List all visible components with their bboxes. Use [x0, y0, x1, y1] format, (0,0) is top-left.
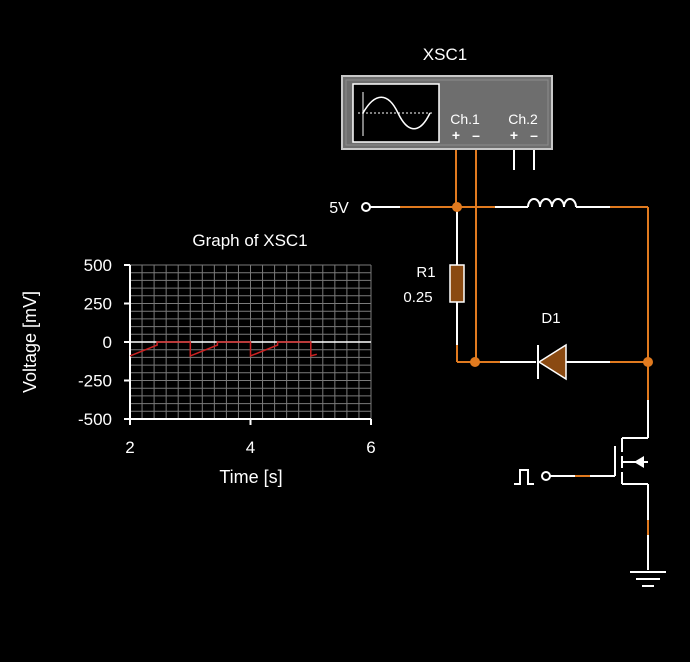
chart-series — [129, 341, 317, 358]
y-tick-label: 0 — [103, 333, 112, 352]
chart-title: Graph of XSC1 — [192, 231, 307, 250]
voltage-source-5v[interactable]: 5V — [329, 200, 371, 217]
mosfet[interactable] — [614, 437, 648, 485]
mosfet-arrow-icon — [634, 456, 644, 468]
channel-1-plus: + — [452, 127, 460, 143]
resistor-name: R1 — [416, 264, 435, 281]
oscilloscope-name: XSC1 — [423, 45, 467, 64]
channel-2-label: Ch.2 — [508, 111, 538, 127]
source-terminal[interactable] — [361, 202, 371, 212]
junction-node — [470, 357, 480, 367]
resistor-value: 0.25 — [403, 289, 432, 306]
pulse-source[interactable] — [514, 469, 551, 485]
x-tick-label: 2 — [125, 438, 134, 457]
chart-xlabel: Time [s] — [219, 467, 282, 487]
diode-name: D1 — [541, 310, 560, 327]
diode-body[interactable] — [537, 343, 567, 381]
source-label: 5V — [329, 200, 349, 217]
series-line — [129, 341, 317, 358]
chart-graph-xsc1: Graph of XSC1 Time [s] Voltage [mV] 500 2… — [20, 231, 376, 487]
oscilloscope-xsc1[interactable]: XSC1 Ch.1 Ch.2 + – + – — [341, 45, 553, 170]
resistor-r1[interactable]: R1 0.25 — [403, 264, 465, 306]
junction-node — [452, 202, 462, 212]
chart-ylabel: Voltage [mV] — [20, 291, 40, 393]
chart-ticks: 500 250 0 -250 -500 2 4 6 — [78, 256, 376, 457]
channel-2-minus: – — [530, 127, 538, 143]
y-tick-label: -500 — [78, 410, 112, 429]
channel-2-plus: + — [510, 127, 518, 143]
pulse-terminal[interactable] — [541, 471, 551, 481]
wires — [370, 150, 649, 570]
ground-icon — [630, 571, 666, 587]
y-tick-label: 500 — [84, 256, 112, 275]
resistor-body[interactable] — [449, 264, 465, 303]
square-pulse-icon — [514, 469, 534, 485]
y-tick-label: 250 — [84, 295, 112, 314]
junction-node — [643, 357, 653, 367]
channel-1-minus: – — [472, 127, 480, 143]
x-tick-label: 4 — [246, 438, 255, 457]
x-tick-label: 6 — [366, 438, 375, 457]
channel-1-label: Ch.1 — [450, 111, 480, 127]
oscilloscope-screen-icon — [352, 83, 440, 143]
y-tick-label: -250 — [78, 372, 112, 391]
inductor[interactable] — [527, 198, 577, 208]
diode-d1[interactable]: D1 — [537, 310, 567, 381]
